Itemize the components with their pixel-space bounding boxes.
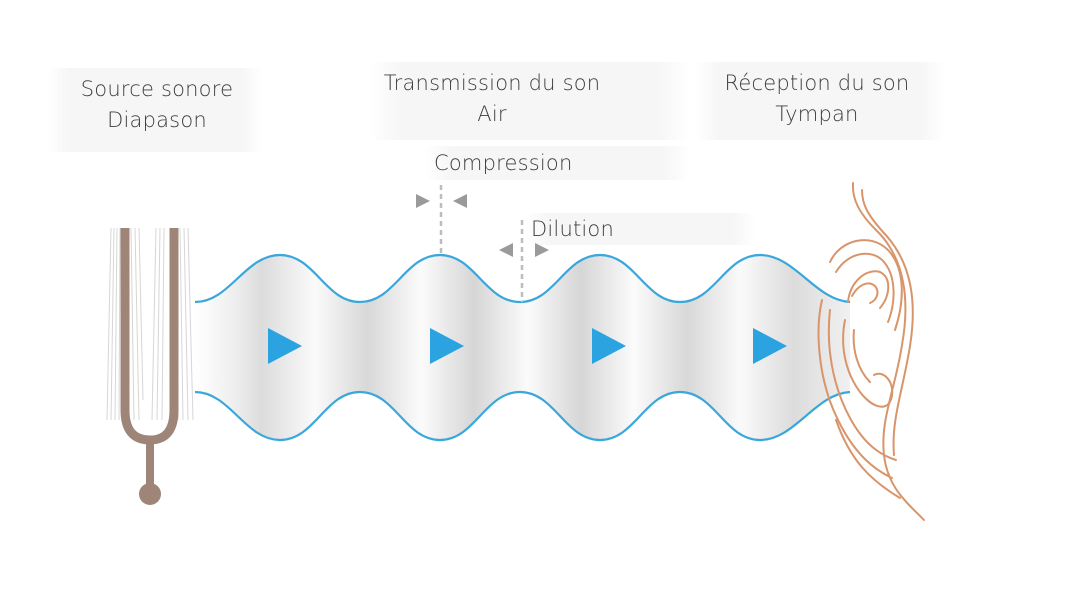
source-label-backdrop (48, 68, 263, 152)
transmission-subtitle: Air (477, 102, 507, 126)
dilution-label: Dilution (531, 217, 614, 241)
transmission-label: Transmission du son Air (372, 68, 612, 130)
wave-lower-line (194, 390, 851, 442)
transmission-label-backdrop (370, 62, 690, 140)
dilution-arrow-left-icon (499, 243, 513, 257)
source-label: Source sonore Diapason (52, 74, 262, 136)
source-subtitle: Diapason (107, 108, 207, 132)
wave-upper-line (194, 253, 851, 304)
compression-label: Compression (434, 151, 573, 175)
tuning-fork-icon (106, 227, 194, 505)
air-column (195, 255, 850, 440)
compression-arrow-left-icon (453, 194, 467, 208)
direction-arrow-3 (592, 328, 626, 364)
reception-label-backdrop (695, 62, 945, 140)
reception-subtitle: Tympan (775, 102, 859, 126)
direction-arrow-1 (268, 328, 302, 364)
direction-arrow-4 (753, 328, 787, 364)
reception-label: Réception du son Tympan (706, 68, 928, 130)
source-title: Source sonore (80, 77, 234, 101)
dilution-label-backdrop (525, 213, 755, 245)
dilution-arrow-right-icon (535, 243, 549, 257)
compression-arrow-right-icon (416, 194, 430, 208)
transmission-title: Transmission du son (383, 71, 601, 95)
compression-label-backdrop (425, 146, 690, 180)
ear-icon (817, 182, 925, 521)
direction-arrow-2 (430, 328, 464, 364)
reception-title: Réception du son (724, 71, 910, 95)
